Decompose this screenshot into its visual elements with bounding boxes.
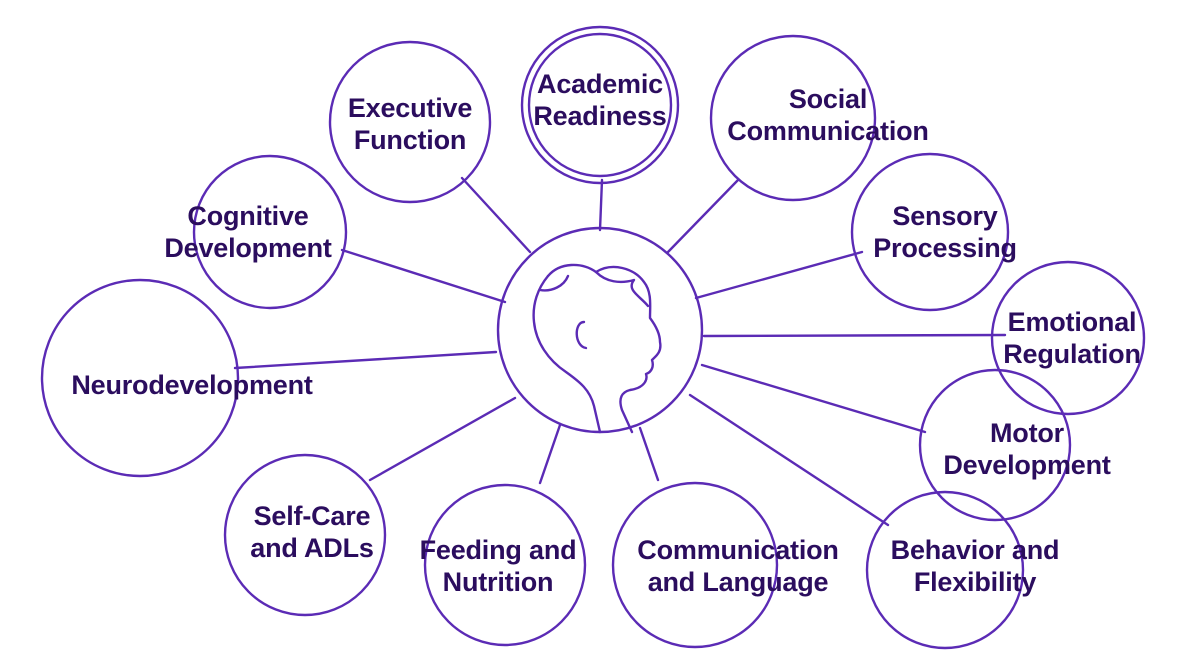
bubble-academic-readiness-inner [527,32,673,178]
connector-feeding-nutrition [538,423,562,485]
center-node [496,226,704,434]
label-motor-development: Motor Development [943,418,1111,480]
bubble-behavior-flexibility [865,490,1025,650]
connector-executive-function [460,176,532,254]
connector-cognitive-development [340,248,507,304]
connector-sensory-processing [694,250,864,300]
bubble-emotional-regulation [990,260,1146,416]
label-social-communication: Social Communication [727,84,929,146]
bubble-cognitive-development [192,154,348,310]
label-self-care-adls: Self-Care and ADLs [250,501,374,563]
topic-bubbles [40,25,1146,650]
bubble-communication-language [611,481,779,649]
label-cognitive-development: Cognitive Development [164,201,332,263]
bubble-executive-function [328,40,492,204]
connector-emotional-regulation [702,333,1007,338]
label-feeding-nutrition: Feeding and Nutrition [419,535,577,597]
label-emotional-regulation: Emotional Regulation [1003,307,1141,369]
center-circle [496,226,704,434]
label-behavior-flexibility: Behavior and Flexibility [890,535,1060,597]
child-head-profile-icon [532,263,662,434]
connector-behavior-flexibility [688,393,890,527]
bubble-neurodevelopment [40,278,240,478]
bubble-self-care-adls [223,453,387,617]
label-neurodevelopment: Neurodevelopment [71,370,313,400]
label-academic-readiness: Academic Readiness [533,69,667,131]
bubble-social-communication [709,34,877,202]
bubble-academic-readiness [520,25,680,185]
bubble-feeding-nutrition [423,483,587,647]
connector-motor-development [700,363,927,434]
label-communication-language: Communication and Language [637,535,839,597]
connector-academic-readiness [598,178,604,232]
connector-lines [233,176,1007,527]
bubble-motor-development [918,368,1072,522]
connector-social-communication [666,178,740,254]
connector-self-care-adls [368,396,517,482]
connector-neurodevelopment [233,350,498,370]
label-sensory-processing: Sensory Processing [873,201,1017,263]
label-executive-function: Executive Function [347,93,473,155]
bubble-sensory-processing [850,152,1010,312]
connector-communication-language [638,426,660,482]
